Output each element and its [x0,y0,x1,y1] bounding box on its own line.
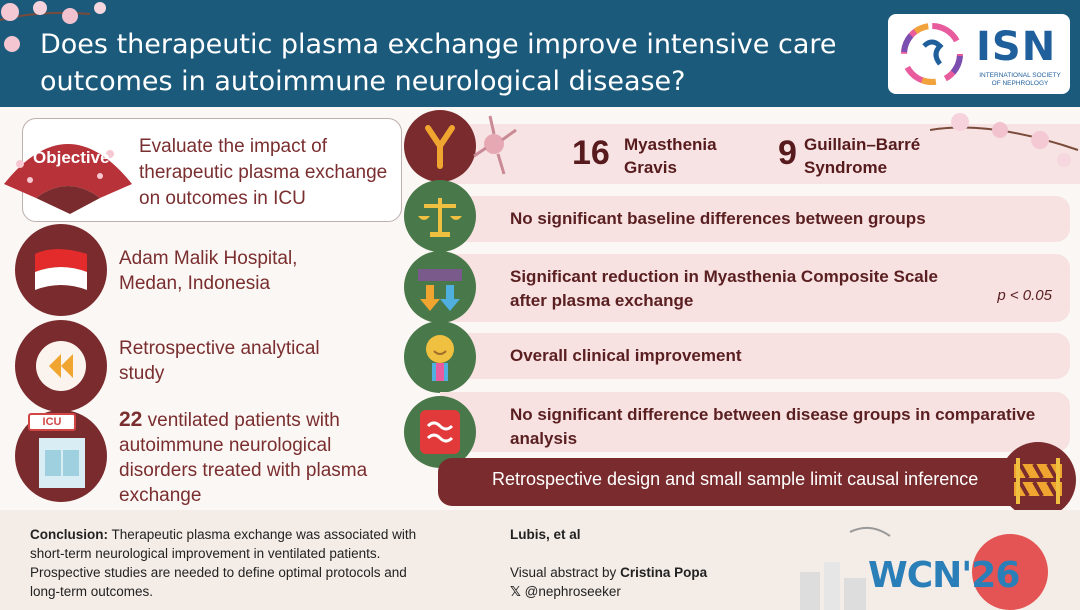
blossom-decoration-icon [0,1,106,52]
design-line2: study [119,363,165,384]
scales-icon [418,198,462,237]
finding-mcs-line2: after plasma exchange [510,291,694,310]
scales-icon-circle [404,180,476,252]
gbs-count: 9 [778,134,797,172]
social-handle[interactable]: 𝕏 @nephroseeker [510,584,621,600]
finding-groups-line1: No significant difference between diseas… [510,405,1036,424]
location-line2: Medan, Indonesia [119,273,271,294]
limitation-text: Retrospective design and small sample li… [492,469,979,489]
city-skyline-icon [800,526,1048,610]
mg-label-line1: Myasthenia [624,135,717,154]
isn-emblem-icon [901,23,963,85]
mg-label: Myasthenia Gravis [624,133,717,179]
design-text: Retrospective analytical study [119,336,399,386]
finding-mcs-line1: Significant reduction in Myasthenia Comp… [510,267,938,286]
antibody-icon-circle [404,110,476,182]
finding-groups-text: No significant difference between diseas… [510,403,1035,451]
gbs-label-line1: Guillain–Barré [804,135,921,154]
footer [0,510,1080,610]
patients-description: ventilated patients with autoimmune neur… [119,410,368,506]
gbs-label-line2: Syndrome [804,158,888,177]
isn-logo-subtitle: INTERNATIONAL SOCIETY OF NEPHROLOGY [979,72,1061,87]
conclusion: Conclusion: Therapeutic plasma exchange … [30,525,430,601]
up-down-arrows-icon [418,269,462,311]
header-banner: Does therapeutic plasma exchange improve… [0,0,1080,107]
finding-baseline-band [440,196,1070,242]
medal-icon-circle [404,321,476,393]
objective-text: Evaluate the impact of therapeutic plasm… [139,136,388,209]
design-line1: Retrospective analytical [119,338,320,359]
approx-equal-icon [420,410,460,454]
rewind-icon-circle [15,320,107,412]
patients-count: 22 [119,408,143,431]
fan-icon [4,144,132,214]
mg-count: 16 [572,134,610,172]
icu-building-icon [39,438,85,488]
location-text: Adam Malik Hospital, Medan, Indonesia [119,246,399,296]
limitation-band [438,458,1036,506]
rewind-icon [36,341,86,391]
gbs-label: Guillain–Barré Syndrome [804,133,920,179]
location-line1: Adam Malik Hospital, [119,248,298,269]
isn-logo-text: ISN [976,24,1057,70]
groups-band [440,124,1080,184]
finding-groups-line2: analysis [510,429,578,448]
indonesia-flag-icon [35,249,87,290]
isn-logo: ISN INTERNATIONAL SOCIETY OF NEPHROLOGY [888,14,1070,94]
handle-text: @nephroseeker [524,584,621,599]
authors: Lubis, et al [510,527,581,542]
antibody-icon [425,125,455,169]
conclusion-label: Conclusion: [30,527,108,542]
patients-text: 22 ventilated patients with autoimmune n… [119,407,389,508]
objective-label: Objective [33,148,110,167]
medal-icon [426,335,454,381]
finding-mcs-text: Significant reduction in Myasthenia Comp… [510,265,938,313]
finding-mcs-band [440,254,1070,322]
finding-improvement-text: Overall clinical improvement [510,346,742,365]
p-value: p < 0.05 [997,287,1052,304]
conclusion-text: Therapeutic plasma exchange was associat… [30,527,417,599]
barrier-icon-circle [1000,442,1076,518]
page-title: Does therapeutic plasma exchange improve… [40,29,837,97]
visual-abstract-author: Cristina Popa [620,565,708,580]
mg-label-line2: Gravis [624,158,677,177]
finding-baseline-text: No significant baseline differences betw… [510,209,926,228]
finding-groups-band [440,392,1070,452]
x-logo-icon: 𝕏 [510,584,521,599]
neuron-icon [473,115,517,175]
visual-abstract-by: Visual abstract by [510,565,617,580]
visual-abstract-credit: Visual abstract by Cristina Popa [510,565,707,580]
conference-logo: WCN'26 [868,555,1020,596]
blossom-branch-icon [930,113,1079,167]
icu-sign: ICU [28,413,76,431]
road-barrier-icon [1014,458,1062,504]
flag-icon-circle [15,224,107,316]
arrows-icon-circle [404,251,476,323]
approx-icon-circle [404,396,476,468]
finding-improvement-band [440,333,1070,379]
